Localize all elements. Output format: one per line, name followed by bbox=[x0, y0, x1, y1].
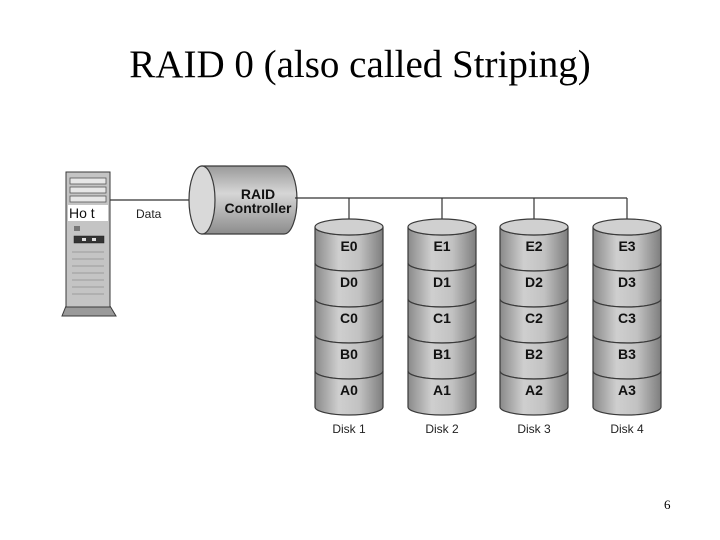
disk-top-cap bbox=[499, 218, 569, 236]
stripe-block-label: B2 bbox=[525, 346, 543, 362]
host-vent-grille bbox=[72, 251, 104, 295]
host-power-panel bbox=[73, 235, 105, 244]
slide-title: RAID 0 (also called Striping) bbox=[129, 43, 591, 86]
page-number: 6 bbox=[664, 497, 671, 512]
disk-top-cap bbox=[407, 218, 477, 236]
stripe-block-label: D0 bbox=[340, 274, 358, 290]
disk-segment bbox=[314, 370, 384, 416]
disk-name-label: Disk 4 bbox=[610, 422, 644, 436]
host-computer: Ho t bbox=[61, 171, 117, 317]
stripe-block-label: A2 bbox=[525, 382, 543, 398]
raid-controller-body bbox=[201, 165, 298, 235]
stripe-block-label: C1 bbox=[433, 310, 451, 326]
stripe-block-label: D1 bbox=[433, 274, 451, 290]
disk-name-label: Disk 2 bbox=[425, 422, 459, 436]
host-label: Ho t bbox=[69, 205, 95, 221]
stripe-block-label: D3 bbox=[618, 274, 636, 290]
disk-top-cap bbox=[314, 218, 384, 236]
stripe-block-label: D2 bbox=[525, 274, 543, 290]
raid-controller-label-line2: Controller bbox=[225, 200, 292, 216]
host-drive-bay-1 bbox=[69, 177, 107, 185]
stripe-block-label: A3 bbox=[618, 382, 636, 398]
stripe-block-label: E1 bbox=[433, 238, 450, 254]
stripe-block-label: B0 bbox=[340, 346, 358, 362]
stripe-block-label: E3 bbox=[618, 238, 635, 254]
stripe-block-label: A1 bbox=[433, 382, 451, 398]
disk-segment bbox=[407, 370, 477, 416]
stripe-block-label: E2 bbox=[525, 238, 542, 254]
stripe-block-label: E0 bbox=[340, 238, 357, 254]
stripe-block-label: B3 bbox=[618, 346, 636, 362]
stripe-block-label: C0 bbox=[340, 310, 358, 326]
host-power-button-icon bbox=[82, 238, 86, 241]
disk-segment bbox=[592, 370, 662, 416]
host-label-plate bbox=[68, 205, 108, 221]
disk-segment bbox=[499, 370, 569, 416]
host-reset-button-icon bbox=[92, 238, 96, 241]
stripe-block-label: C2 bbox=[525, 310, 543, 326]
stripe-block-label: B1 bbox=[433, 346, 451, 362]
data-link-label: Data bbox=[136, 207, 162, 221]
raid-controller-label-line1: RAID bbox=[241, 186, 275, 202]
disk-top-cap bbox=[592, 218, 662, 236]
stripe-block-label: A0 bbox=[340, 382, 358, 398]
host-led bbox=[74, 226, 80, 231]
raid-controller-end-cap bbox=[188, 165, 216, 235]
host-drive-bay-3 bbox=[69, 195, 107, 203]
disk-name-label: Disk 3 bbox=[517, 422, 551, 436]
host-drive-bay-2 bbox=[69, 186, 107, 194]
raid-controller: RAID Controller bbox=[188, 165, 298, 235]
stripe-block-label: C3 bbox=[618, 310, 636, 326]
disk-name-label: Disk 1 bbox=[332, 422, 366, 436]
